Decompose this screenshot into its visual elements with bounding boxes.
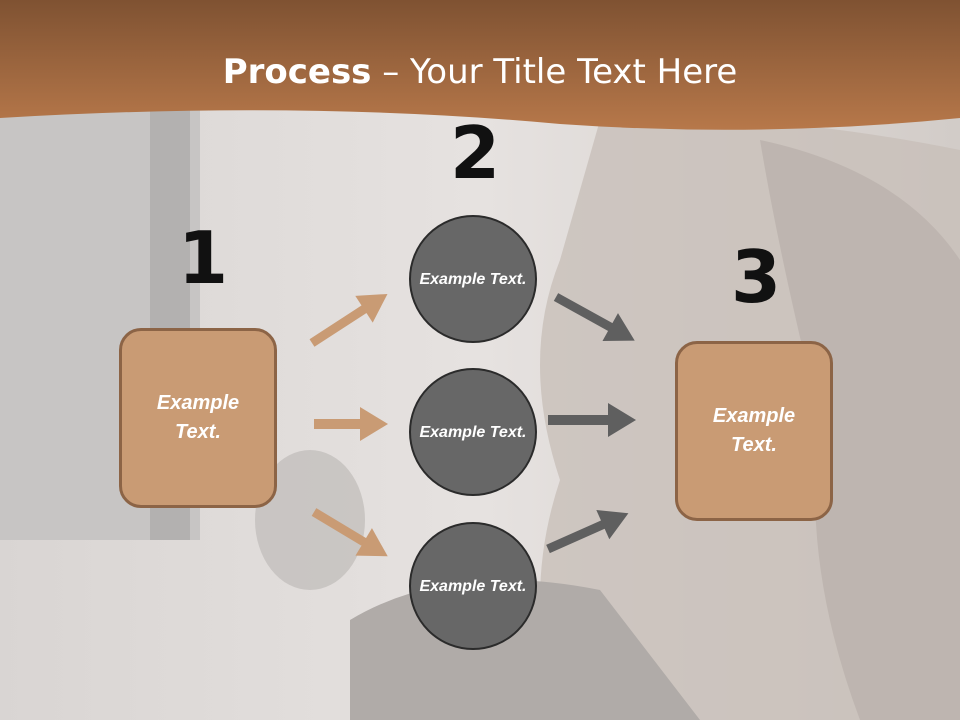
arrow-up-right-left [309, 293, 388, 347]
slide-title: Process – Your Title Text Here [0, 52, 960, 92]
step-3-number: 3 [731, 235, 782, 319]
circle-middle-text: Example Text. [419, 423, 527, 441]
title-bold: Process [222, 52, 372, 92]
step-2-circle-top: Example Text. [409, 215, 537, 343]
circle-top-text: Example Text. [419, 270, 527, 288]
step-3-text: Example Text. [712, 405, 796, 456]
arrow-down-right-left [311, 508, 388, 557]
title-banner [0, 0, 960, 130]
step-1-text: Example Text. [156, 392, 240, 443]
step-2-circle-bottom: Example Text. [409, 522, 537, 650]
step-3-box: Example Text. [675, 341, 833, 521]
step-2-number: 2 [450, 111, 501, 195]
arrow-right-right [548, 403, 636, 437]
step-1-number: 1 [178, 216, 229, 300]
title-rest: – Your Title Text Here [371, 52, 738, 92]
step-1-box: Example Text. [119, 328, 277, 508]
arrow-down-right-right [553, 293, 635, 342]
arrow-up-right-right [546, 509, 629, 554]
arrow-right-left [314, 407, 388, 441]
step-2-circle-middle: Example Text. [409, 368, 537, 496]
circle-bottom-text: Example Text. [419, 577, 527, 595]
